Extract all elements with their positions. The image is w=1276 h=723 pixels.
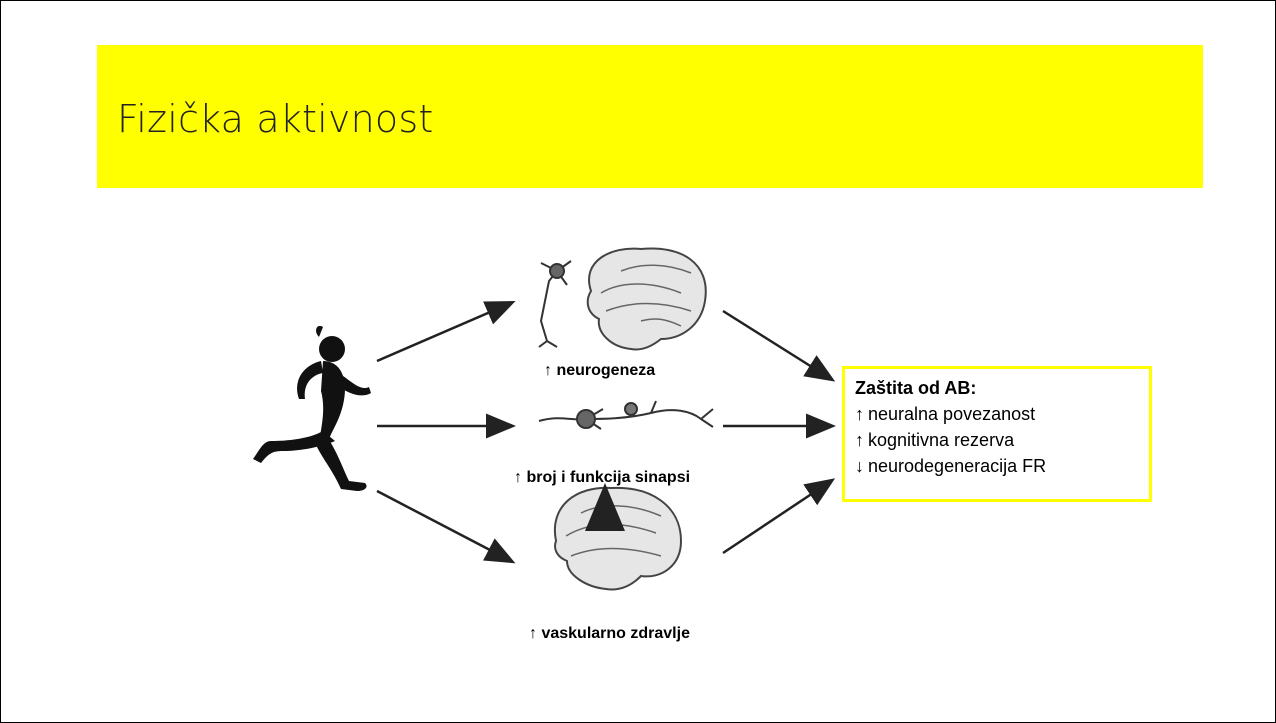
result-item-text: kognitivna rezerva <box>868 430 1015 450</box>
arrow-vascular-to-result <box>722 478 836 555</box>
arrow-neurogenesis-to-result <box>722 309 836 382</box>
result-item: ↑neuralna povezanost <box>855 401 1139 427</box>
brain-icon <box>586 247 707 351</box>
label-vascular: ↑ vaskularno zdravlje <box>529 625 690 642</box>
synapse-icon <box>538 400 714 430</box>
result-item: ↓neurodegeneracija FR <box>855 453 1139 479</box>
result-item: ↑kognitivna rezerva <box>855 427 1139 453</box>
arrow-up-icon: ↑ <box>855 430 864 450</box>
label-synapses: ↑ broj i funkcija sinapsi <box>514 469 691 486</box>
slide-title: Fizička aktivnost <box>117 97 434 141</box>
arrow-up-icon: ↑ <box>855 404 864 424</box>
neuron-icon <box>538 260 572 348</box>
result-title: Zaštita od AB: <box>855 378 977 398</box>
result-item-text: neurodegeneracija FR <box>868 456 1047 476</box>
arrow-down-icon: ↓ <box>855 456 864 476</box>
brain-vascular-icon <box>553 486 683 591</box>
arrow-runner-to-vascular <box>376 489 516 564</box>
title-bar: Fizička aktivnost <box>97 45 1203 188</box>
arrow-runner-to-neurogenesis <box>376 301 516 363</box>
result-item-text: neuralna povezanost <box>868 404 1036 424</box>
runner-silhouette-icon <box>253 325 371 491</box>
label-neurogenesis: ↑ neurogeneza <box>544 362 656 379</box>
result-box: Zaštita od AB: ↑neuralna povezanost ↑kog… <box>842 366 1152 502</box>
